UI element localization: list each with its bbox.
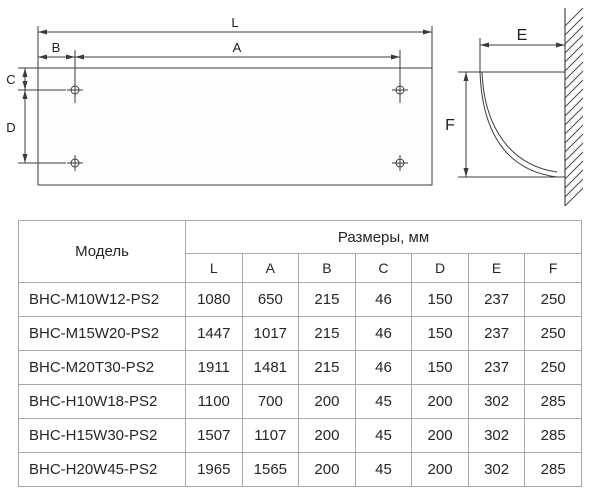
dimensions-group-header: Размеры, мм xyxy=(185,220,582,254)
value-cell: 45 xyxy=(354,452,413,487)
column-header-c: C xyxy=(354,253,413,283)
unit-body-outline xyxy=(37,67,433,186)
model-cell: BHC-M10W12-PS2 xyxy=(18,282,186,317)
value-cell: 1080 xyxy=(185,282,243,317)
value-cell: 250 xyxy=(524,350,582,385)
column-header-f: F xyxy=(524,253,582,283)
side-view-dimension-lines xyxy=(458,38,565,178)
dim-label-b: B xyxy=(52,40,61,55)
value-cell: 200 xyxy=(411,418,469,453)
model-cell: BHC-H10W18-PS2 xyxy=(18,384,186,419)
table-row: BHC-H10W18-PS2 1100 700 200 45 200 302 2… xyxy=(18,384,582,419)
model-cell: BHC-H15W30-PS2 xyxy=(18,418,186,453)
value-cell: 200 xyxy=(298,384,356,419)
model-cell: BHC-M15W20-PS2 xyxy=(18,316,186,351)
value-cell: 1911 xyxy=(185,350,243,385)
value-cell: 200 xyxy=(411,384,469,419)
front-view-dimension-lines xyxy=(18,26,433,171)
dimension-arrows xyxy=(22,29,565,177)
dim-label-l: L xyxy=(231,15,238,30)
value-cell: 150 xyxy=(411,282,469,317)
column-header-b: B xyxy=(298,253,356,283)
model-cell: BHC-M20T30-PS2 xyxy=(18,350,186,385)
value-cell: 1100 xyxy=(185,384,243,419)
table-row: BHC-M15W20-PS2 1447 1017 215 46 150 237 … xyxy=(18,316,582,351)
value-cell: 302 xyxy=(467,452,526,487)
value-cell: 285 xyxy=(524,418,582,453)
column-header-a: A xyxy=(241,253,300,283)
value-cell: 46 xyxy=(354,350,413,385)
dim-label-c: C xyxy=(6,72,15,87)
value-cell: 1447 xyxy=(185,316,243,351)
value-cell: 200 xyxy=(298,452,356,487)
dimension-drawing: L A B C D E F xyxy=(6,7,584,207)
value-cell: 250 xyxy=(524,316,582,351)
model-cell: BHC-H20W45-PS2 xyxy=(18,452,186,487)
table-row: BHC-H15W30-PS2 1507 1107 200 45 200 302 … xyxy=(18,418,582,453)
dimension-diagram: L A B C D E F xyxy=(0,0,600,214)
dimensions-table: Модель Размеры, мм L A B C D E F BHC-M10… xyxy=(18,220,582,487)
table-row: BHC-M20T30-PS2 1911 1481 215 46 150 237 … xyxy=(18,350,582,385)
dim-label-a: A xyxy=(233,40,242,55)
value-cell: 215 xyxy=(298,316,356,351)
value-cell: 1565 xyxy=(241,452,300,487)
value-cell: 1481 xyxy=(241,350,300,385)
value-cell: 650 xyxy=(241,282,300,317)
value-cell: 150 xyxy=(411,316,469,351)
column-header-d: D xyxy=(411,253,469,283)
front-view xyxy=(18,26,433,186)
table-row: BHC-H20W45-PS2 1965 1565 200 45 200 302 … xyxy=(18,452,582,487)
value-cell: 1017 xyxy=(241,316,300,351)
value-cell: 237 xyxy=(467,316,526,351)
value-cell: 285 xyxy=(524,452,582,487)
value-cell: 46 xyxy=(354,316,413,351)
value-cell: 302 xyxy=(467,418,526,453)
value-cell: 1507 xyxy=(185,418,243,453)
value-cell: 200 xyxy=(298,418,356,453)
value-cell: 215 xyxy=(298,350,356,385)
value-cell: 1107 xyxy=(241,418,300,453)
unit-side-profile xyxy=(479,71,565,178)
value-cell: 302 xyxy=(467,384,526,419)
table-subheader-row: L A B C D E F xyxy=(19,253,582,283)
column-header-e: E xyxy=(467,253,526,283)
value-cell: 45 xyxy=(354,418,413,453)
value-cell: 700 xyxy=(241,384,300,419)
value-cell: 45 xyxy=(354,384,413,419)
value-cell: 200 xyxy=(411,452,469,487)
dim-label-d: D xyxy=(6,120,15,135)
table-row: BHC-M10W12-PS2 1080 650 215 46 150 237 2… xyxy=(18,282,582,317)
value-cell: 237 xyxy=(467,282,526,317)
value-cell: 150 xyxy=(411,350,469,385)
column-header-l: L xyxy=(185,253,243,283)
model-column-header: Модель xyxy=(18,220,186,283)
dim-label-e: E xyxy=(517,27,528,44)
side-view xyxy=(458,7,584,207)
value-cell: 237 xyxy=(467,350,526,385)
wall-hatch xyxy=(564,7,584,207)
value-cell: 285 xyxy=(524,384,582,419)
table-header-row: Модель Размеры, мм xyxy=(18,220,582,283)
value-cell: 250 xyxy=(524,282,582,317)
value-cell: 1965 xyxy=(185,452,243,487)
value-cell: 46 xyxy=(354,282,413,317)
value-cell: 215 xyxy=(298,282,356,317)
dim-label-f: F xyxy=(445,117,455,134)
